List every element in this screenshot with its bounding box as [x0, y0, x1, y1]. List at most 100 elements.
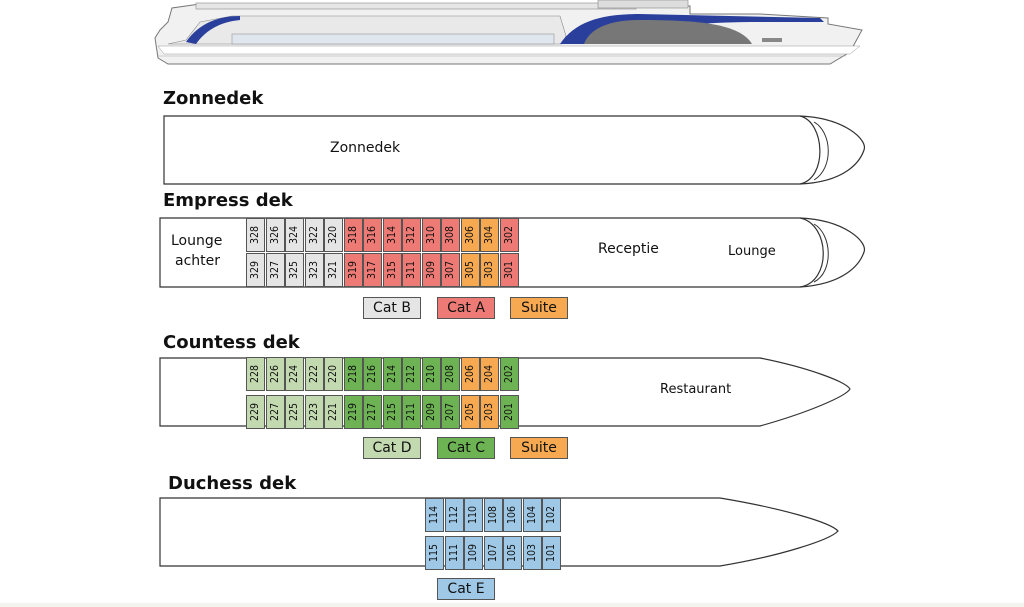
cabin-number: 102 — [545, 505, 558, 525]
empress-reception-label: Receptie — [598, 241, 659, 257]
cabin-number: 228 — [249, 364, 262, 384]
cabin-322[interactable]: 322 — [304, 218, 324, 252]
cabin-305[interactable]: 305 — [460, 253, 480, 287]
cabin-323[interactable]: 323 — [304, 253, 324, 287]
cabin-314[interactable]: 314 — [382, 218, 402, 252]
cabin-number: 201 — [503, 402, 515, 422]
cabin-211[interactable]: 211 — [402, 395, 421, 429]
cabin-number: 310 — [425, 225, 437, 245]
cabin-306[interactable]: 306 — [460, 218, 480, 252]
cabin-221[interactable]: 221 — [324, 395, 343, 429]
cabin-110[interactable]: 110 — [464, 498, 483, 532]
cabin-315[interactable]: 315 — [382, 253, 402, 287]
cabin-228[interactable]: 228 — [246, 357, 265, 391]
empress-lounge-aft-line2: achter — [175, 253, 221, 269]
cabin-210[interactable]: 210 — [421, 357, 441, 391]
cabin-number: 315 — [386, 260, 398, 280]
cabin-108[interactable]: 108 — [483, 498, 503, 532]
legend-cat-e[interactable]: Cat E — [437, 578, 495, 600]
cabin-115[interactable]: 115 — [425, 536, 444, 570]
cabin-319[interactable]: 319 — [343, 253, 363, 287]
cabin-316[interactable]: 316 — [363, 218, 382, 252]
bottom-strip — [0, 603, 1024, 607]
cabin-207[interactable]: 207 — [441, 395, 460, 429]
cabin-220[interactable]: 220 — [324, 357, 343, 391]
cabin-216[interactable]: 216 — [363, 357, 382, 391]
cabin-324[interactable]: 324 — [285, 218, 304, 252]
cabin-number: 109 — [467, 543, 480, 563]
cabin-number: 224 — [288, 364, 301, 384]
cabin-number: 209 — [425, 402, 437, 422]
legend-suite[interactable]: Suite — [510, 437, 568, 459]
empress-lounge-label: Lounge — [728, 244, 776, 259]
legend-cat-c[interactable]: Cat C — [437, 437, 495, 459]
cabin-304[interactable]: 304 — [480, 218, 499, 252]
cabin-218[interactable]: 218 — [343, 357, 363, 391]
cabin-112[interactable]: 112 — [444, 498, 464, 532]
cabin-222[interactable]: 222 — [304, 357, 324, 391]
cabin-204[interactable]: 204 — [480, 357, 499, 391]
cabin-106[interactable]: 106 — [503, 498, 522, 532]
cabin-215[interactable]: 215 — [382, 395, 402, 429]
cabin-326[interactable]: 326 — [265, 218, 285, 252]
cabin-303[interactable]: 303 — [480, 253, 499, 287]
cabin-105[interactable]: 105 — [503, 536, 522, 570]
cabin-209[interactable]: 209 — [421, 395, 441, 429]
cabin-201[interactable]: 201 — [499, 395, 519, 429]
countess-restaurant-label: Restaurant — [660, 382, 732, 397]
cabin-104[interactable]: 104 — [522, 498, 542, 532]
cabin-308[interactable]: 308 — [441, 218, 460, 252]
cabin-114[interactable]: 114 — [425, 498, 444, 532]
cabin-number: 306 — [464, 225, 476, 245]
cabin-329[interactable]: 329 — [246, 253, 265, 287]
cabin-328[interactable]: 328 — [246, 218, 265, 252]
cabin-311[interactable]: 311 — [402, 253, 421, 287]
cabin-227[interactable]: 227 — [265, 395, 285, 429]
cabin-101[interactable]: 101 — [542, 536, 561, 570]
cabin-301[interactable]: 301 — [499, 253, 519, 287]
cabin-320[interactable]: 320 — [324, 218, 343, 252]
cabin-307[interactable]: 307 — [441, 253, 460, 287]
zonnedek-hull — [163, 115, 821, 185]
cabin-318[interactable]: 318 — [343, 218, 363, 252]
cabin-317[interactable]: 317 — [363, 253, 382, 287]
cabin-225[interactable]: 225 — [285, 395, 304, 429]
cabin-223[interactable]: 223 — [304, 395, 324, 429]
cabin-205[interactable]: 205 — [460, 395, 480, 429]
cabin-number: 114 — [428, 505, 441, 525]
cabin-number: 322 — [308, 225, 320, 245]
cabin-327[interactable]: 327 — [265, 253, 285, 287]
cabin-203[interactable]: 203 — [480, 395, 499, 429]
cabin-111[interactable]: 111 — [444, 536, 464, 570]
cabin-102[interactable]: 102 — [542, 498, 561, 532]
cabin-107[interactable]: 107 — [483, 536, 503, 570]
cabin-109[interactable]: 109 — [464, 536, 483, 570]
cabin-229[interactable]: 229 — [246, 395, 265, 429]
cabin-309[interactable]: 309 — [421, 253, 441, 287]
cabin-number: 327 — [269, 260, 281, 280]
cabin-202[interactable]: 202 — [499, 357, 519, 391]
cabin-219[interactable]: 219 — [343, 395, 363, 429]
cabin-103[interactable]: 103 — [522, 536, 542, 570]
cabin-325[interactable]: 325 — [285, 253, 304, 287]
cabin-226[interactable]: 226 — [265, 357, 285, 391]
cabin-number: 323 — [308, 260, 320, 280]
cabin-302[interactable]: 302 — [499, 218, 519, 252]
cabin-206[interactable]: 206 — [460, 357, 480, 391]
cabin-number: 206 — [464, 364, 476, 384]
cabin-214[interactable]: 214 — [382, 357, 402, 391]
cabin-310[interactable]: 310 — [421, 218, 441, 252]
cabin-212[interactable]: 212 — [402, 357, 421, 391]
cabin-312[interactable]: 312 — [402, 218, 421, 252]
cabin-number: 111 — [448, 543, 460, 563]
cabin-321[interactable]: 321 — [324, 253, 343, 287]
cabin-217[interactable]: 217 — [363, 395, 382, 429]
legend-cat-a[interactable]: Cat A — [437, 297, 495, 319]
legend-suite[interactable]: Suite — [510, 297, 568, 319]
cabin-224[interactable]: 224 — [285, 357, 304, 391]
legend-cat-d[interactable]: Cat D — [363, 437, 421, 459]
legend-cat-b[interactable]: Cat B — [363, 297, 421, 319]
cabin-number: 210 — [425, 364, 437, 384]
cabin-208[interactable]: 208 — [441, 357, 460, 391]
